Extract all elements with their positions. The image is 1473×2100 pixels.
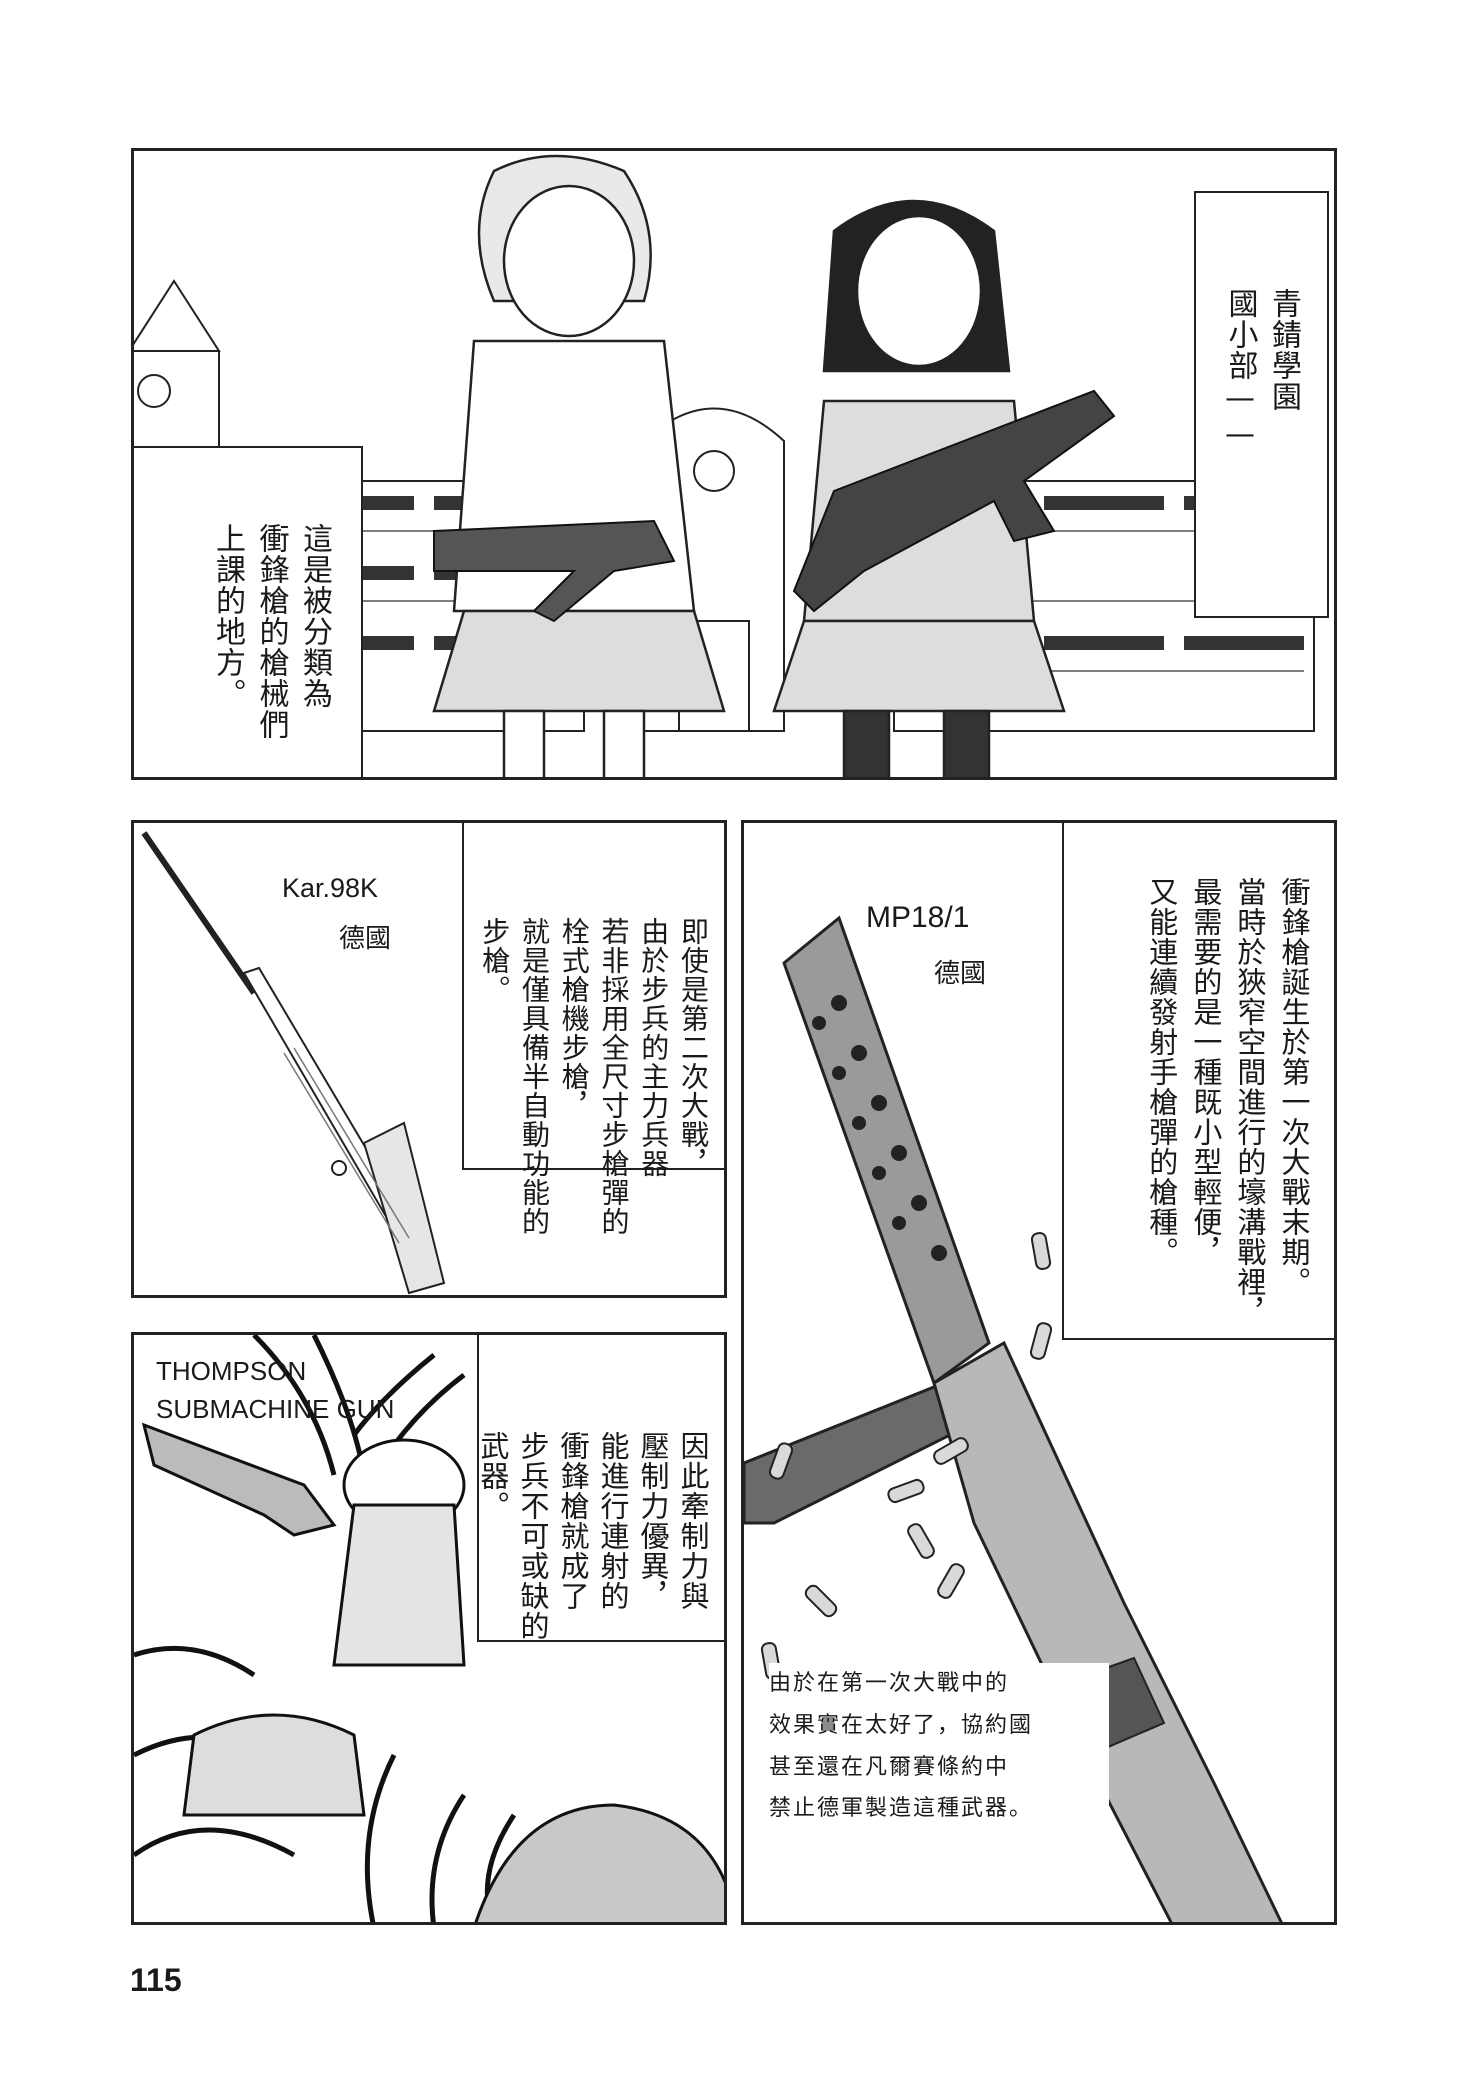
page-number: 115 [130,1962,182,1998]
caption-mp18-origin-line: 當時於狹窄空間進行的壕溝戰裡， [1232,877,1267,1327]
weapon-country-kar98k: 德國 [339,924,392,954]
panel-kar98k: Kar.98K 德國 即使是第二次大戰， 由於步兵的主力兵器 若非採用全尺寸步槍… [131,820,727,1298]
caption-box-thompson: 因此牽制力與 壓制力優異， 能進行連射的 衝鋒槍就成了 步兵不可或缺的 武器。 [476,1335,724,1642]
caption-location: 青錆學園 國小部—— [1218,288,1305,608]
caption-mp18-ban-line: 效果實在太好了，協約國 [769,1712,1034,1738]
weapon-name-thompson-line1: THOMPSON [156,1356,307,1386]
caption-kar98k-line: 就是僅具備半自動功能的 [518,917,551,1236]
panel-school: 青錆學園 國小部—— 這是被分類為 衝鋒槍的槍械們 上課的地方。 [131,148,1337,780]
school-building-illustration [134,154,1334,777]
caption-mp18-origin: 衝鋒槍誕生於第一次大戰末期。 當時於狹窄空間進行的壕溝戰裡， 最需要的是一種既小… [1140,877,1316,1327]
panel-thompson: THOMPSON SUBMACHINE GUN 因此牽制力與 壓制力優異， 能進… [131,1332,727,1925]
caption-thompson-line: 衝鋒槍就成了 [555,1431,590,1611]
caption-mp18-ban: 由於在第一次大戰中的 效果實在太好了，協約國 甚至還在凡爾賽條約中 禁止德軍製造… [769,1663,1109,1831]
caption-mp18-ban-line: 禁止德軍製造這種武器。 [769,1796,1034,1822]
caption-box-location: 青錆學園 國小部—— [1194,191,1329,618]
weapon-name-kar98k: Kar.98K [282,873,379,903]
caption-mp18-ban-line: 甚至還在凡爾賽條約中 [769,1754,1010,1780]
weapon-country-mp18: 德國 [934,959,987,989]
caption-location-line: 青錆學園 [1266,288,1301,412]
caption-intro-line: 上課的地方。 [210,523,245,709]
caption-intro-line: 衝鋒槍的槍械們 [253,523,289,740]
caption-kar98k-line: 若非採用全尺寸步槍彈的 [597,917,631,1236]
caption-intro: 這是被分類為 衝鋒槍的槍械們 上課的地方。 [206,523,337,777]
caption-mp18-ban-line: 由於在第一次大戰中的 [769,1671,1010,1696]
caption-thompson-line: 壓制力優異， [635,1431,670,1611]
character-left [432,154,726,777]
weapon-name-thompson-line2: SUBMACHINE GUN [156,1393,395,1424]
caption-location-line: 國小部—— [1222,288,1258,453]
caption-kar98k-line: 栓式槍機步槍， [557,917,591,1120]
weapon-name-mp18: MP18/1 [866,901,970,934]
jungle-soldiers-illustration [134,1335,724,1922]
kar98k-rifle-illustration [141,831,446,1295]
weapon-name-thompson: THOMPSON SUBMACHINE GUN [156,1353,394,1428]
caption-kar98k-line: 即使是第二次大戰， [677,917,710,1178]
caption-box-mp18-origin: 衝鋒槍誕生於第一次大戰末期。 當時於狹窄空間進行的壕溝戰裡， 最需要的是一種既小… [1062,823,1334,1340]
caption-mp18-origin-line: 衝鋒槍誕生於第一次大戰末期。 [1277,877,1311,1297]
caption-kar98k: 即使是第二次大戰， 由於步兵的主力兵器 若非採用全尺寸步槍彈的 栓式槍機步槍， … [475,917,714,1277]
caption-mp18-origin-line: 又能連續發射手槍彈的槍種。 [1144,877,1179,1267]
caption-thompson-line: 步兵不可或缺的 [515,1431,550,1641]
cartridges-illustration [760,1232,1053,1680]
caption-kar98k-line: 步槍。 [478,917,512,1004]
panel-mp18: MP18/1 德國 衝鋒槍誕生於第一次大戰末期。 當時於狹窄空間進行的壕溝戰裡，… [741,820,1337,1925]
caption-intro-line: 這是被分類為 [297,523,332,709]
caption-thompson-line: 武器。 [475,1431,510,1521]
caption-box-kar98k: 即使是第二次大戰， 由於步兵的主力兵器 若非採用全尺寸步槍彈的 栓式槍機步槍， … [462,823,724,1236]
caption-thompson-line: 因此牽制力與 [676,1431,710,1611]
caption-mp18-origin-line: 最需要的是一種既小型輕便， [1188,877,1223,1267]
caption-thompson: 因此牽制力與 壓制力優異， 能進行連射的 衝鋒槍就成了 步兵不可或缺的 武器。 [473,1431,713,1681]
caption-thompson-line: 能進行連射的 [595,1431,630,1611]
caption-kar98k-line: 由於步兵的主力兵器 [637,917,671,1178]
caption-box-intro: 這是被分類為 衝鋒槍的槍械們 上課的地方。 [134,446,363,777]
